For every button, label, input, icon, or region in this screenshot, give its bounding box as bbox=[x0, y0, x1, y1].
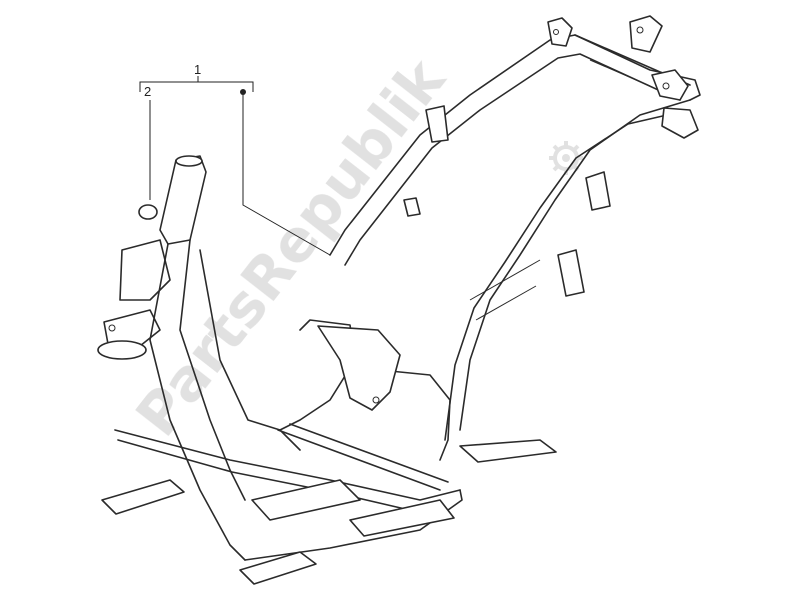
footrest-left bbox=[101, 479, 185, 515]
mount-hole-4 bbox=[372, 396, 380, 404]
side-bracket-right bbox=[585, 171, 611, 211]
down-tube-spine bbox=[199, 249, 301, 451]
center-loop-right bbox=[379, 369, 451, 461]
floor-rail-right bbox=[244, 489, 463, 561]
callout-1-leader bbox=[242, 92, 331, 256]
callout-bracket bbox=[139, 81, 254, 92]
head-tube-top bbox=[175, 155, 203, 167]
side-bracket-upper bbox=[425, 105, 449, 143]
head-bearing-ring bbox=[138, 204, 158, 220]
callout-2-label: 2 bbox=[144, 84, 151, 99]
mount-hole-3 bbox=[553, 29, 559, 35]
mount-hole-2 bbox=[636, 26, 644, 34]
footrest-right bbox=[459, 439, 557, 463]
small-tab bbox=[403, 197, 421, 217]
mount-hole-5 bbox=[108, 324, 116, 332]
rear-cross-member bbox=[574, 34, 701, 101]
cross-tube-2 bbox=[289, 423, 449, 483]
steering-head-tube bbox=[159, 155, 207, 245]
floor-plate-2 bbox=[349, 499, 455, 537]
rear-bracket-top bbox=[547, 17, 573, 47]
floor-plate bbox=[251, 479, 361, 521]
watermark-text: PartsRepublik bbox=[122, 45, 458, 449]
weld-line-3 bbox=[589, 59, 651, 87]
upper-rail-right-inner bbox=[444, 111, 681, 441]
upper-rail-right bbox=[459, 99, 691, 431]
rear-mount-block bbox=[651, 69, 689, 101]
mount-hole-1 bbox=[662, 82, 670, 90]
side-bracket-lower bbox=[557, 249, 585, 297]
gear-icon bbox=[549, 141, 583, 175]
rear-bracket-right bbox=[629, 15, 663, 53]
down-tube-rear bbox=[179, 239, 246, 501]
footrest-rear bbox=[239, 551, 317, 585]
scooter-frame bbox=[97, 15, 701, 585]
callout-1-label: 1 bbox=[194, 62, 201, 77]
floor-rail-left-inner bbox=[117, 439, 419, 513]
cross-tube bbox=[277, 429, 441, 491]
weld-line-2 bbox=[475, 285, 537, 321]
rear-lower-bracket bbox=[661, 107, 699, 139]
down-tube-front bbox=[149, 243, 246, 561]
floor-rail-left bbox=[114, 429, 461, 501]
upper-rail-left-inner bbox=[344, 53, 681, 266]
lower-bearing-cup bbox=[97, 340, 147, 360]
callout-group: 1 2 bbox=[139, 62, 331, 256]
center-support-plate bbox=[317, 325, 401, 411]
weld-line-1 bbox=[469, 259, 541, 301]
